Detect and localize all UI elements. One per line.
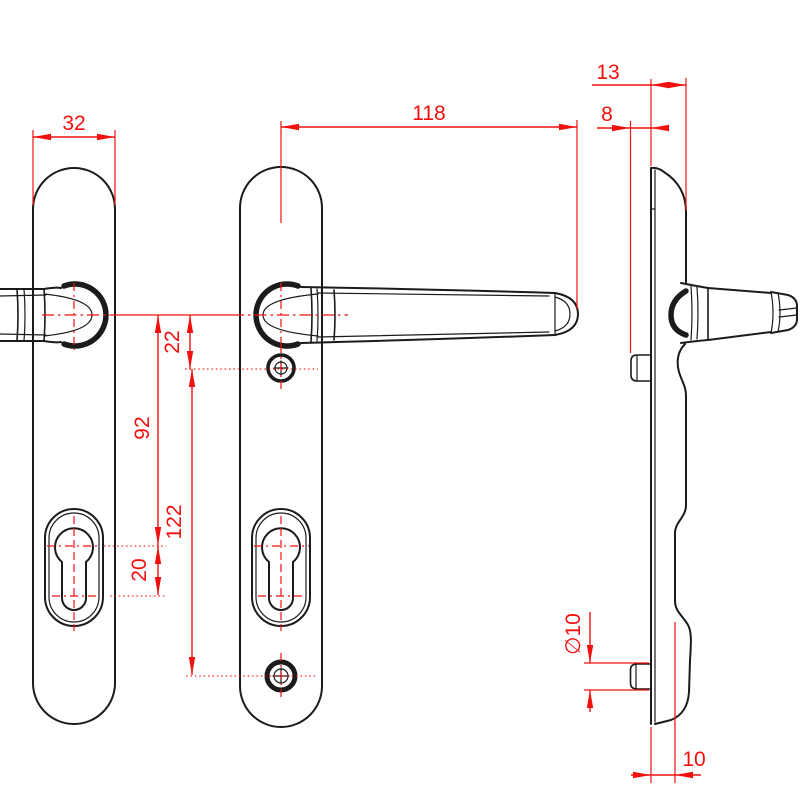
dim-label-lug-projection: 8 bbox=[601, 103, 613, 126]
handle-grip-tip bbox=[554, 292, 579, 336]
dim-label-base-depth: 10 bbox=[682, 748, 705, 771]
dimension-cylinder-stem-offset: 20 bbox=[128, 545, 162, 595]
backplate-outline bbox=[239, 166, 323, 728]
dimension-handle-length: 118 bbox=[280, 102, 578, 309]
lever-handle-side bbox=[668, 282, 798, 344]
dimension-plate-width: 32 bbox=[32, 112, 116, 205]
dim-label-handle-length: 118 bbox=[412, 102, 445, 125]
euro-profile-keyhole bbox=[261, 527, 301, 611]
dim-label-handle-to-top-screw: 22 bbox=[161, 330, 184, 353]
dimension-base-depth: 10 bbox=[631, 622, 706, 783]
backplate-outline bbox=[32, 167, 116, 725]
dim-label-lug-diameter: ∅10 bbox=[562, 613, 585, 655]
dimension-handle-to-cylinder: 92 bbox=[131, 315, 162, 545]
handle-grip-end bbox=[770, 291, 798, 334]
handle-neck bbox=[668, 288, 689, 338]
dim-label-screw-spacing: 122 bbox=[163, 504, 186, 539]
dimension-lug-projection: 8 bbox=[597, 103, 669, 353]
bottom-fixing-lug bbox=[629, 663, 652, 690]
dimension-head-depth: 13 bbox=[592, 61, 687, 210]
top-fixing-lug bbox=[630, 354, 652, 382]
dim-label-handle-to-cylinder: 92 bbox=[131, 416, 154, 439]
dimension-lug-diameter: ∅10 bbox=[562, 612, 649, 712]
front-view-internal-plate bbox=[239, 166, 579, 728]
dim-label-plate-width: 32 bbox=[62, 112, 85, 135]
side-profile-view bbox=[629, 166, 798, 725]
dimension-handle-to-top-screw: 22 bbox=[161, 315, 194, 369]
centerlines bbox=[42, 283, 348, 699]
dimension-screw-spacing: 122 bbox=[163, 369, 196, 675]
dim-label-head-depth: 13 bbox=[596, 61, 619, 84]
front-view-external-plate bbox=[0, 167, 116, 725]
handle-rose bbox=[61, 281, 109, 349]
plate-front-contour-top bbox=[650, 166, 687, 285]
plate-front-contour-bottom bbox=[654, 343, 692, 725]
dim-label-cylinder-stem-offset: 20 bbox=[128, 558, 151, 581]
euro-profile-keyhole bbox=[54, 527, 94, 611]
